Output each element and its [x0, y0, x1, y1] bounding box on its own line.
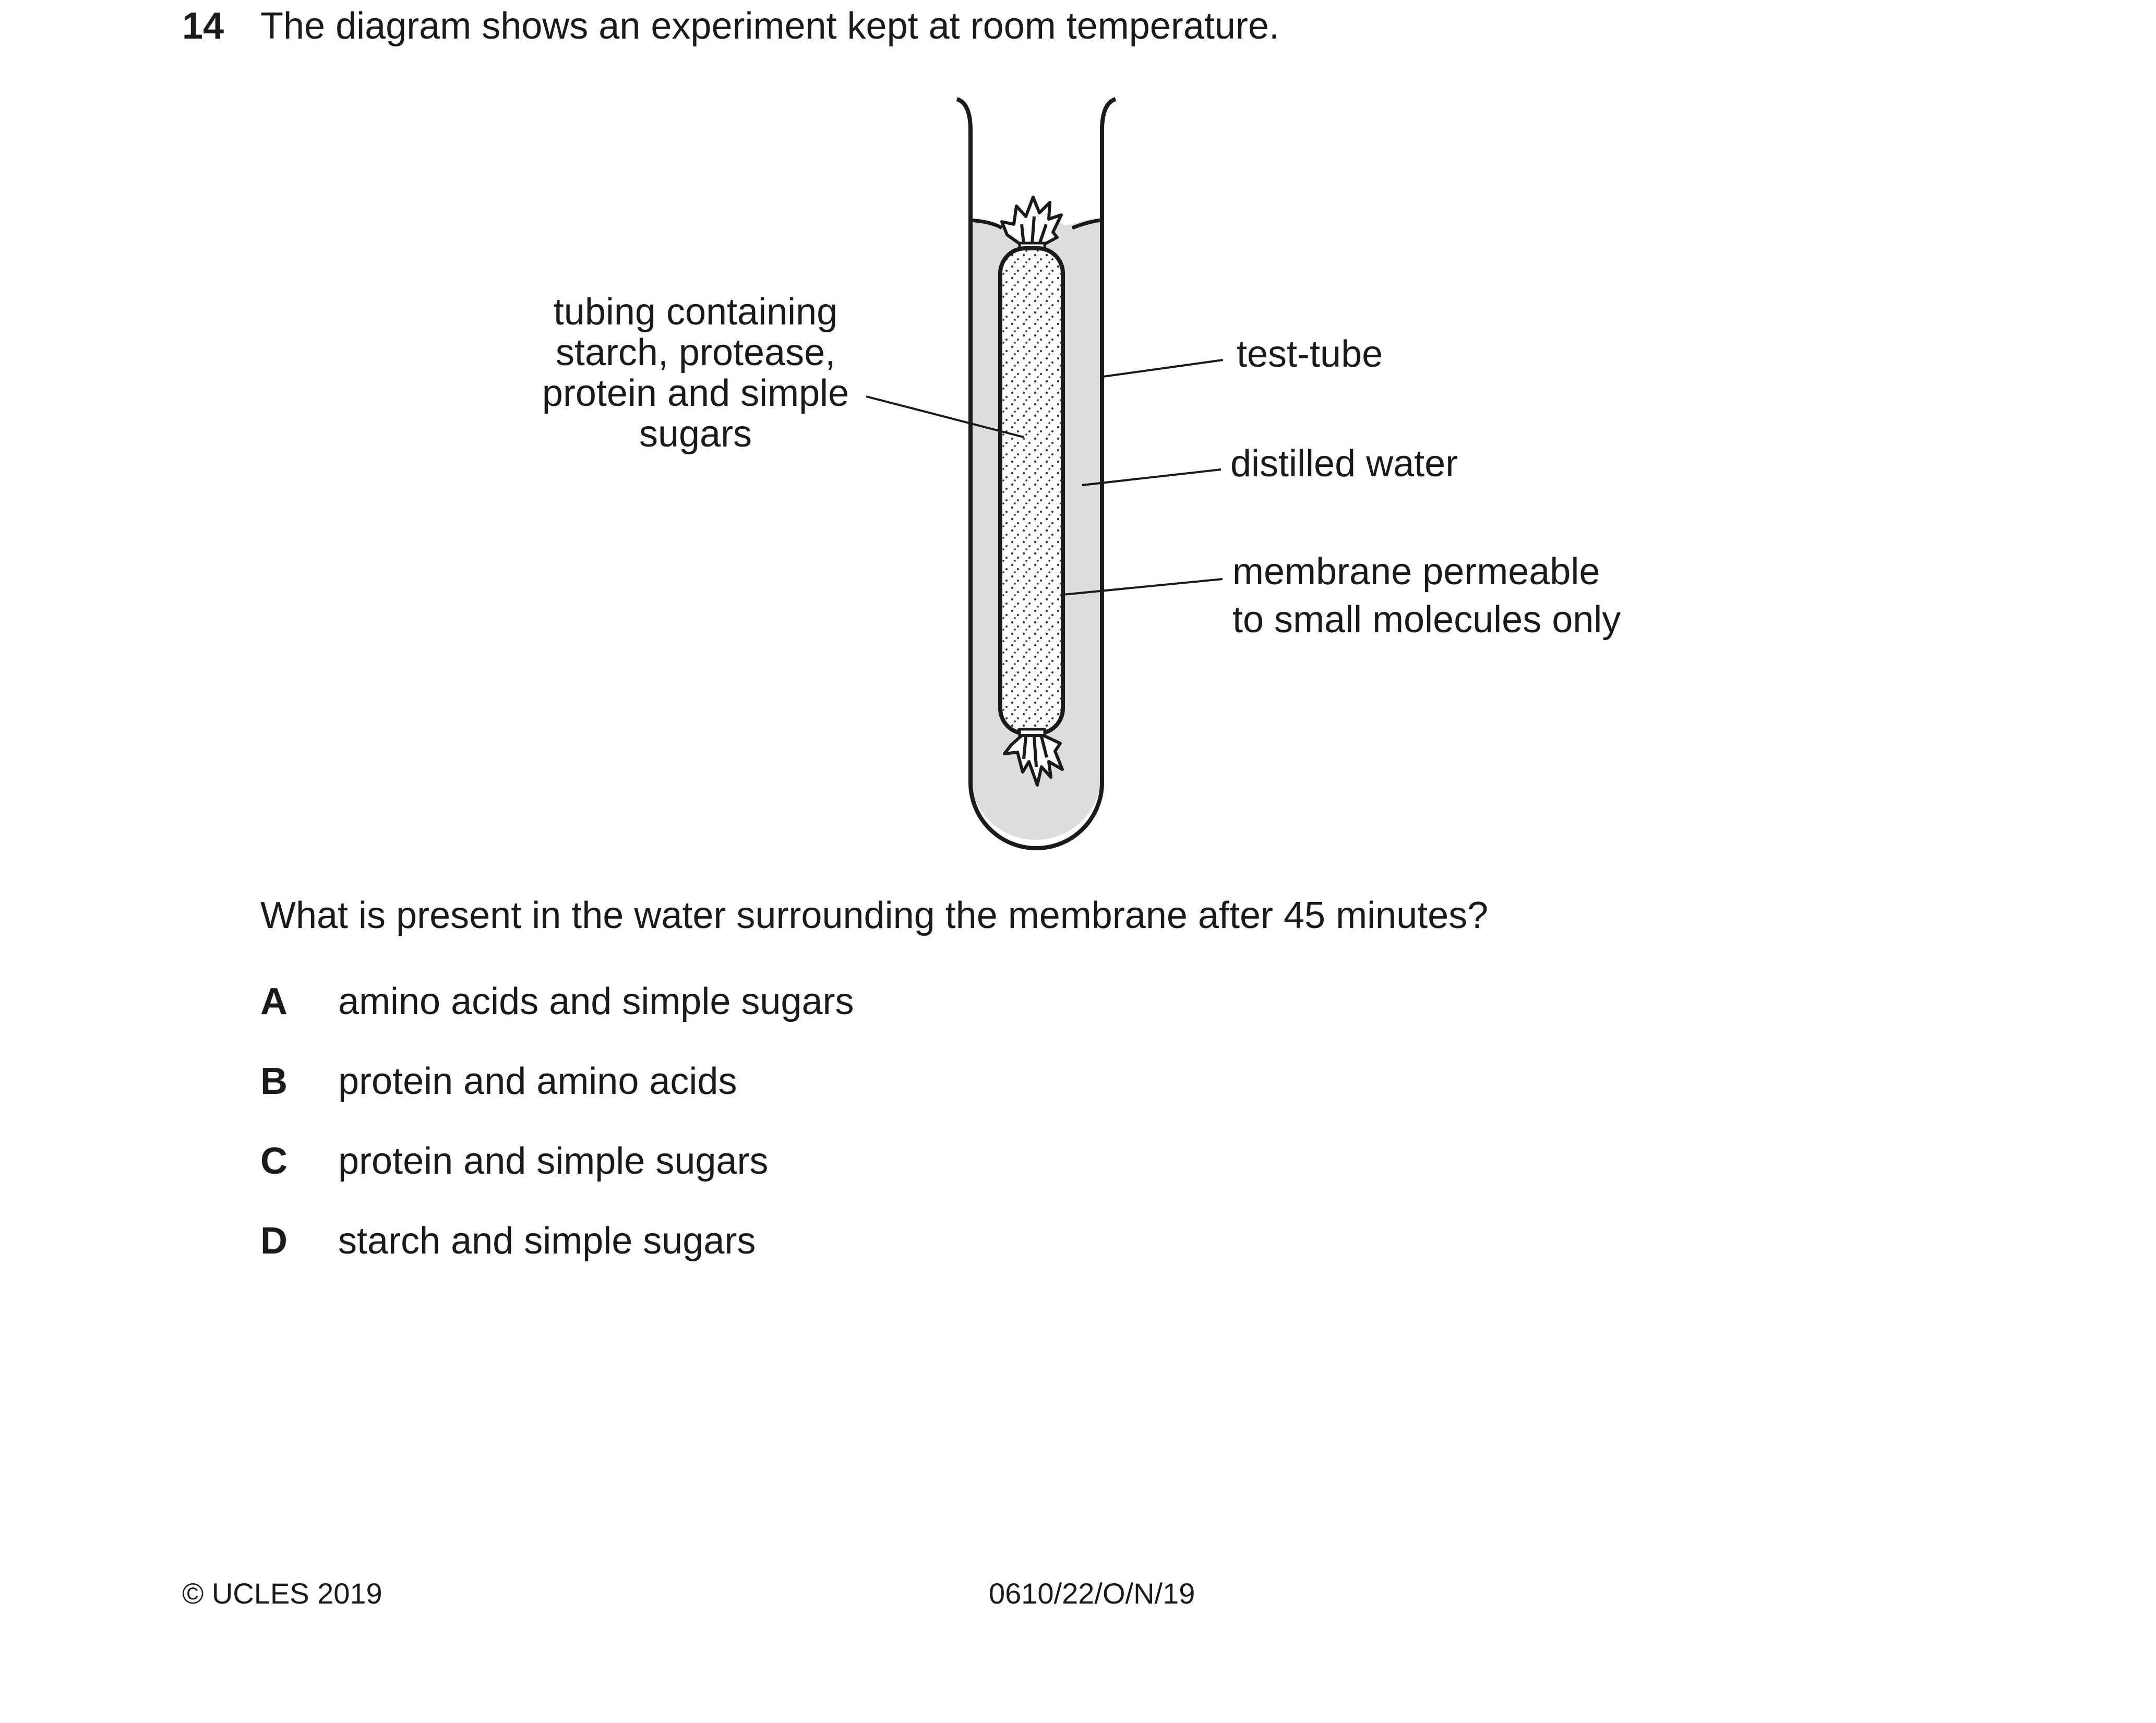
label-membrane-line1: membrane permeable: [1232, 551, 1600, 593]
option-d-letter: D: [260, 1220, 288, 1262]
option-b-letter: B: [260, 1061, 288, 1102]
footer-paper-code: 0610/22/O/N/19: [989, 1577, 1195, 1610]
tubing-bottom-knot: [1003, 734, 1064, 787]
option-c-text: protein and simple sugars: [338, 1140, 769, 1182]
option-a-text: amino acids and simple sugars: [338, 981, 854, 1022]
question-prompt: What is present in the water surrounding…: [260, 895, 1489, 936]
leader-line-tubing: [866, 395, 1024, 438]
label-tubing-line1: tubing containing: [554, 291, 837, 333]
leader-line-test-tube: [1103, 359, 1224, 378]
label-membrane-line2: to small molecules only: [1232, 599, 1621, 641]
leader-line-membrane: [1062, 578, 1223, 596]
option-b-text: protein and amino acids: [338, 1061, 737, 1102]
test-tube: [956, 97, 1117, 850]
question-stem: The diagram shows an experiment kept at …: [260, 5, 1279, 47]
leader-line-distilled-water: [1082, 468, 1221, 486]
tubing-top-knot: [1000, 196, 1063, 247]
experiment-diagram: tubing containing starch, protease, prot…: [542, 97, 1621, 850]
footer-copyright: © UCLES 2019: [182, 1577, 382, 1610]
label-tubing-line4: sugars: [639, 413, 752, 455]
label-tubing-line2: starch, protease,: [556, 332, 835, 373]
water-surface: [970, 218, 1101, 230]
label-test-tube: test-tube: [1237, 333, 1383, 375]
membrane-tubing: [998, 246, 1065, 736]
option-c-letter: C: [260, 1140, 288, 1182]
label-tubing-line3: protein and simple: [542, 372, 849, 414]
option-a-letter: A: [260, 981, 288, 1022]
label-distilled-water: distilled water: [1230, 443, 1458, 485]
question-number: 14: [182, 5, 224, 47]
option-d-text: starch and simple sugars: [338, 1220, 756, 1262]
